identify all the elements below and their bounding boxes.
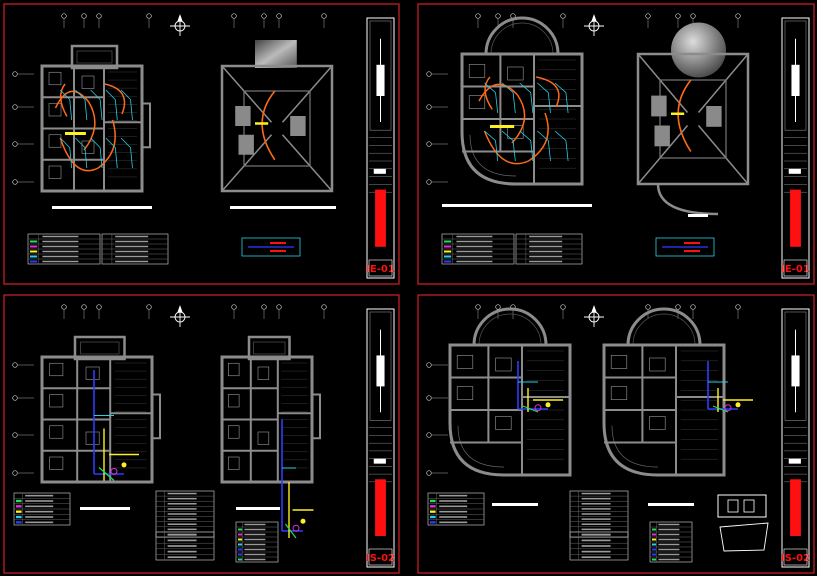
legend-table bbox=[427, 492, 485, 526]
plumbing-lines bbox=[517, 361, 563, 413]
grid-bubble-icon bbox=[261, 304, 267, 310]
sheet-code: IS-02 bbox=[781, 553, 810, 564]
grid-bubble-icon bbox=[321, 13, 327, 19]
scale-bar bbox=[236, 507, 280, 510]
north-arrow-icon bbox=[170, 14, 190, 36]
sheet-is-01: IS-02 bbox=[3, 294, 400, 574]
scale-bar bbox=[492, 503, 538, 506]
grid-bubble-icon bbox=[61, 13, 67, 19]
floor-plan bbox=[40, 44, 151, 193]
scale-bar bbox=[688, 214, 708, 217]
sheet-code: IS-02 bbox=[366, 553, 395, 564]
grid-bubble-icon bbox=[12, 104, 18, 110]
grid-bubble-icon bbox=[560, 304, 566, 310]
scale-bar bbox=[52, 206, 152, 209]
grid-bubble-icon bbox=[276, 304, 282, 310]
grid-bubble-icon bbox=[690, 13, 696, 19]
grid-bubble-icon bbox=[81, 304, 87, 310]
legend-table bbox=[649, 521, 693, 563]
circuit-legend bbox=[655, 237, 715, 257]
scale-bar bbox=[648, 503, 694, 506]
grid-bubble-icon bbox=[735, 304, 741, 310]
grid-bubble-icon bbox=[426, 470, 432, 476]
legend-table bbox=[101, 233, 169, 265]
grid-bubble-icon bbox=[146, 13, 152, 19]
legend-table bbox=[155, 531, 215, 561]
grid-bubble-icon bbox=[675, 13, 681, 19]
sheet-ie-01b: IE-01 bbox=[417, 3, 815, 285]
grid-bubble-icon bbox=[475, 304, 481, 310]
legend-table bbox=[515, 233, 583, 265]
grid-bubble-icon bbox=[12, 470, 18, 476]
legend-table bbox=[569, 531, 629, 561]
north-arrow-icon bbox=[584, 305, 604, 327]
grid-bubble-icon bbox=[560, 13, 566, 19]
title-block: IE-01 bbox=[781, 17, 810, 279]
circuit-legend bbox=[241, 237, 301, 257]
legend-table bbox=[13, 492, 71, 526]
floor-plan bbox=[460, 16, 584, 186]
scale-bar bbox=[230, 206, 336, 209]
grid-bubble-icon bbox=[495, 13, 501, 19]
grid-bubble-icon bbox=[12, 432, 18, 438]
title-block: IS-02 bbox=[781, 308, 810, 568]
roof-plan bbox=[220, 40, 334, 193]
grid-bubble-icon bbox=[12, 141, 18, 147]
grid-bubble-icon bbox=[426, 432, 432, 438]
plumbing-lines bbox=[281, 419, 314, 539]
legend-table bbox=[441, 233, 515, 265]
roof-plan bbox=[636, 22, 750, 186]
legend-table bbox=[27, 233, 101, 265]
grid-bubble-icon bbox=[645, 13, 651, 19]
grid-bubble-icon bbox=[735, 13, 741, 19]
grid-bubble-icon bbox=[645, 304, 651, 310]
grid-bubble-icon bbox=[12, 179, 18, 185]
grid-bubble-icon bbox=[146, 304, 152, 310]
grid-bubble-icon bbox=[475, 13, 481, 19]
grid-bubble-icon bbox=[96, 304, 102, 310]
floor-plan-1 bbox=[448, 307, 572, 477]
grid-bubble-icon bbox=[12, 395, 18, 401]
grid-bubble-icon bbox=[276, 13, 282, 19]
grid-bubble-icon bbox=[61, 304, 67, 310]
plumbing-lines bbox=[707, 361, 753, 413]
north-arrow-icon bbox=[170, 305, 190, 327]
grid-bubble-icon bbox=[690, 304, 696, 310]
grid-bubble-icon bbox=[231, 304, 237, 310]
detail-drawing bbox=[717, 494, 769, 552]
sheet-code: IE-01 bbox=[781, 264, 810, 275]
grid-bubble-icon bbox=[12, 71, 18, 77]
floor-plan-2 bbox=[220, 335, 321, 484]
grid-bubble-icon bbox=[231, 13, 237, 19]
title-block: IE-01 bbox=[366, 17, 395, 279]
sheet-ie-01: IE-01 bbox=[3, 3, 400, 285]
electrical-circuits bbox=[478, 76, 569, 165]
legend-table bbox=[235, 521, 279, 563]
grid-bubble-icon bbox=[261, 13, 267, 19]
scale-bar bbox=[442, 204, 592, 207]
grid-bubble-icon bbox=[675, 304, 681, 310]
grid-bubble-icon bbox=[321, 304, 327, 310]
grid-bubble-icon bbox=[81, 13, 87, 19]
title-block: IS-02 bbox=[366, 308, 395, 568]
electrical-circuits bbox=[54, 83, 133, 172]
grid-bubble-icon bbox=[426, 179, 432, 185]
sheet-code: IE-01 bbox=[366, 264, 395, 275]
grid-bubble-icon bbox=[426, 141, 432, 147]
plumbing-lines bbox=[93, 370, 139, 481]
floor-plan-2 bbox=[602, 307, 726, 477]
grid-bubble-icon bbox=[96, 13, 102, 19]
grid-bubble-icon bbox=[426, 362, 432, 368]
floor-plan-1 bbox=[40, 335, 161, 484]
grid-bubble-icon bbox=[495, 304, 501, 310]
grid-bubble-icon bbox=[426, 104, 432, 110]
north-arrow-icon bbox=[584, 14, 604, 36]
grid-bubble-icon bbox=[426, 395, 432, 401]
grid-bubble-icon bbox=[12, 362, 18, 368]
grid-bubble-icon bbox=[426, 71, 432, 77]
scale-bar bbox=[80, 507, 130, 510]
sheet-is-02: IS-02 bbox=[417, 294, 815, 574]
